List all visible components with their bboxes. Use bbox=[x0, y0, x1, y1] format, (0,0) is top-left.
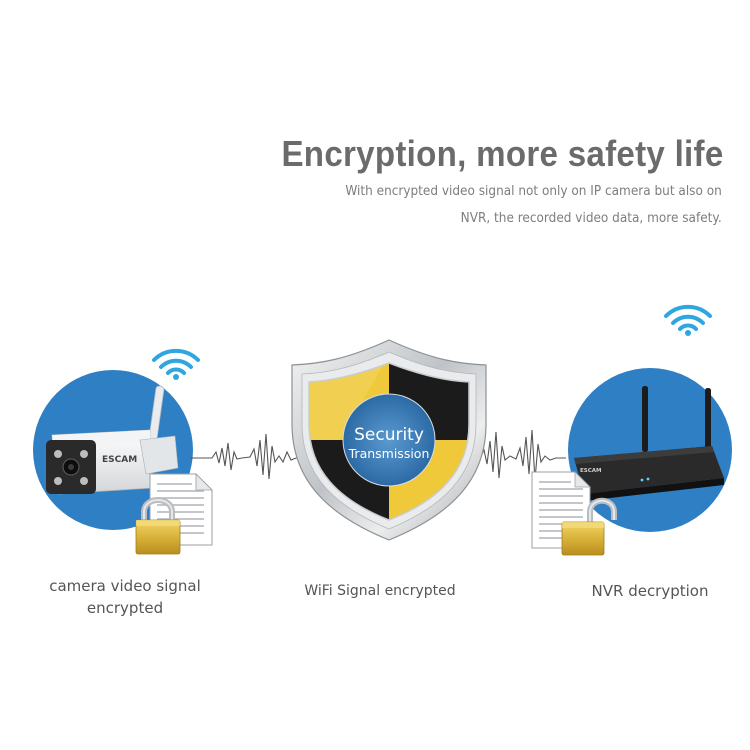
wifi-caption: WiFi Signal encrypted bbox=[304, 583, 456, 599]
nvr-panel: ESCAM bbox=[531, 304, 732, 556]
left-signal-wave bbox=[190, 433, 302, 480]
shield-icon: Security Transmission bbox=[291, 339, 487, 541]
camera-caption-line1: camera video signal bbox=[49, 577, 201, 595]
right-signal-wave bbox=[474, 429, 566, 481]
nvr-antenna-right bbox=[705, 388, 711, 454]
camera-panel: ESCAM bbox=[33, 348, 213, 555]
camera-caption: camera video signal encrypted bbox=[40, 575, 210, 619]
padlock-unlocked-icon bbox=[561, 497, 617, 556]
bullet-camera: ESCAM bbox=[46, 429, 179, 495]
nvr-brand-label: ESCAM bbox=[580, 468, 601, 474]
camera-brand-label: ESCAM bbox=[102, 455, 137, 465]
headline-title: Encryption, more safety life bbox=[281, 133, 724, 174]
shield-label-line2: Transmission bbox=[348, 446, 430, 461]
nvr-antenna-left bbox=[642, 386, 648, 452]
padlock-locked-icon bbox=[135, 497, 181, 555]
headline-subtitle-line2: NVR, the recorded video data, more safet… bbox=[460, 211, 722, 226]
nvr-caption: NVR decryption bbox=[591, 582, 709, 600]
headline-subtitle-line1: With encrypted video signal not only on … bbox=[345, 184, 722, 199]
left-wifi-icon bbox=[152, 348, 200, 380]
camera-caption-line2: encrypted bbox=[86, 599, 164, 617]
shield-center-badge bbox=[342, 393, 436, 487]
nvr-recorder: ESCAM bbox=[574, 446, 724, 501]
shield-label-line1: Security bbox=[354, 425, 424, 445]
right-wifi-icon bbox=[664, 304, 712, 336]
